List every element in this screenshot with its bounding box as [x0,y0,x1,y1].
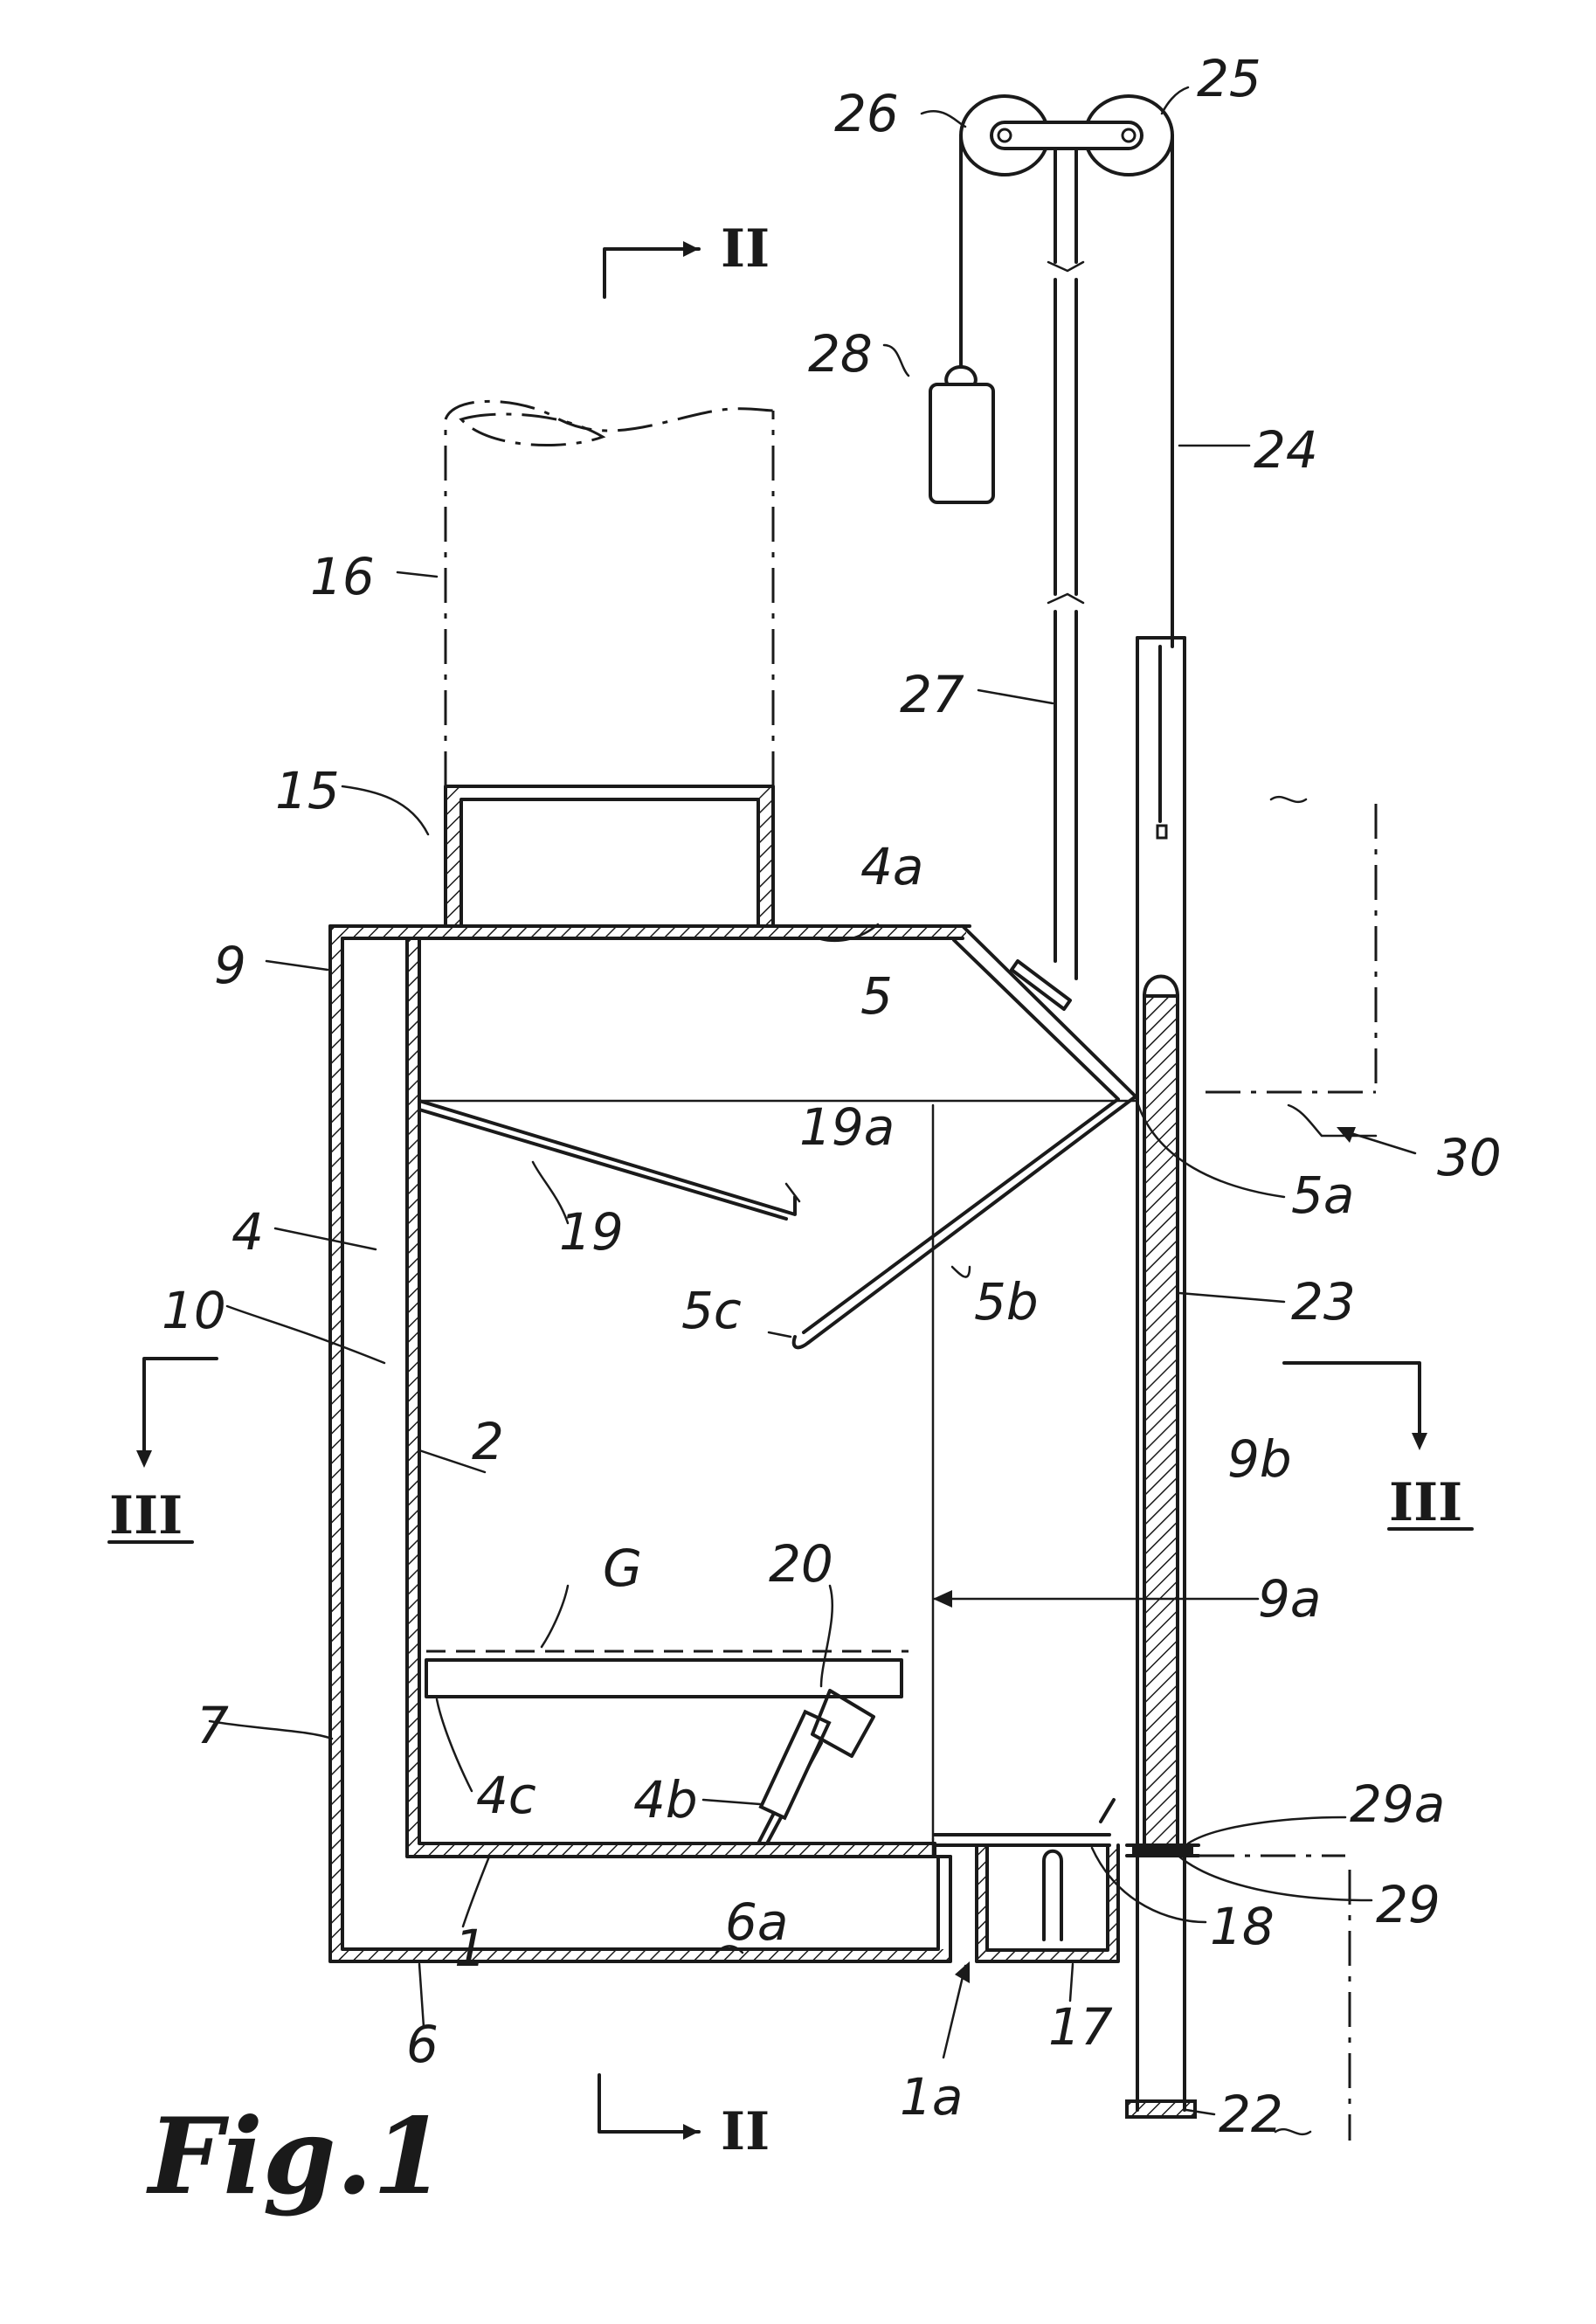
inner-firebox [405,937,952,1858]
grate [425,1650,909,1698]
label-9b: 9b [1227,1429,1292,1489]
label-5a: 5a [1291,1165,1354,1225]
baffle [418,1099,1137,1221]
label-28: 28 [808,324,873,384]
glass-door [1143,974,1179,1850]
door-seal [1125,1843,1200,1857]
label-6: 6 [406,2015,439,2074]
section-label-top: II [721,218,770,280]
label-1a: 1a [900,2067,963,2127]
label-6a: 6a [725,1892,788,1952]
label-G: G [603,1539,642,1598]
label-4c: 4c [476,1766,536,1825]
section-mark-left [136,1357,218,1468]
label-24: 24 [1254,420,1318,480]
label-20: 20 [769,1534,833,1594]
phantom-lines [1199,795,1378,2141]
label-15: 15 [275,761,340,820]
label-10: 10 [162,1281,226,1340]
label-5: 5 [860,966,893,1026]
section-mark-top [603,241,701,299]
leader-lines [208,86,1417,2116]
label-19: 19 [559,1202,624,1262]
labels: 26 25 28 24 16 27 15 4a 5 9 30 19a 5a 19… [162,49,1502,2144]
label-16: 16 [310,547,375,606]
label-29a: 29a [1350,1774,1445,1834]
label-18: 18 [1210,1897,1275,1956]
figure-caption: Fig.1 [146,2095,446,2218]
label-25: 25 [1197,49,1261,108]
label-9: 9 [214,936,246,995]
section-mark-bottom [598,2073,701,2140]
label-4: 4 [231,1202,264,1262]
label-27: 27 [900,665,964,724]
section-label-bottom: II [721,2101,770,2162]
section-label-left: III [109,1485,183,1546]
label-26: 26 [834,84,899,143]
label-22: 22 [1219,2085,1283,2144]
chimney-phantom [444,399,775,786]
label-2: 2 [472,1412,504,1471]
label-4a: 4a [860,837,923,896]
section-mark-right [1282,1361,1427,1450]
label-9a: 9a [1258,1569,1321,1629]
label-30: 30 [1437,1128,1502,1187]
label-7: 7 [197,1696,229,1755]
label-17: 17 [1048,1997,1113,2057]
ash-pan [933,1798,1120,1963]
label-1: 1 [454,1919,487,1978]
label-5b: 5b [974,1272,1039,1331]
label-5c: 5c [681,1281,742,1340]
section-label-right: III [1389,1472,1462,1533]
label-23: 23 [1291,1272,1356,1331]
guide-rod [1125,636,1197,2119]
air-flap [757,1689,875,1845]
label-4b: 4b [633,1770,698,1829]
section-numerals: II II III III [107,218,1474,2162]
label-19a: 19a [799,1097,895,1157]
label-29: 29 [1376,1875,1441,1934]
outer-casing [328,924,971,1963]
flue-collar [444,785,775,928]
pulley-system [929,94,1174,980]
